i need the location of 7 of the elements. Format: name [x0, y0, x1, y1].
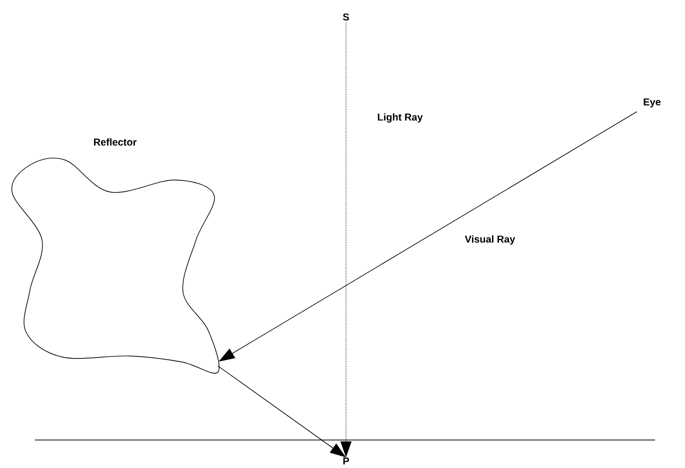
edge-label: Visual Ray [464, 235, 516, 245]
edge-label: Light Ray [378, 113, 423, 123]
point-label: P [343, 458, 349, 464]
point-label: Eye [644, 98, 661, 108]
reflector: Reflector [11, 138, 220, 374]
point-label: S [342, 13, 349, 21]
node-label: Reflector [94, 138, 137, 146]
